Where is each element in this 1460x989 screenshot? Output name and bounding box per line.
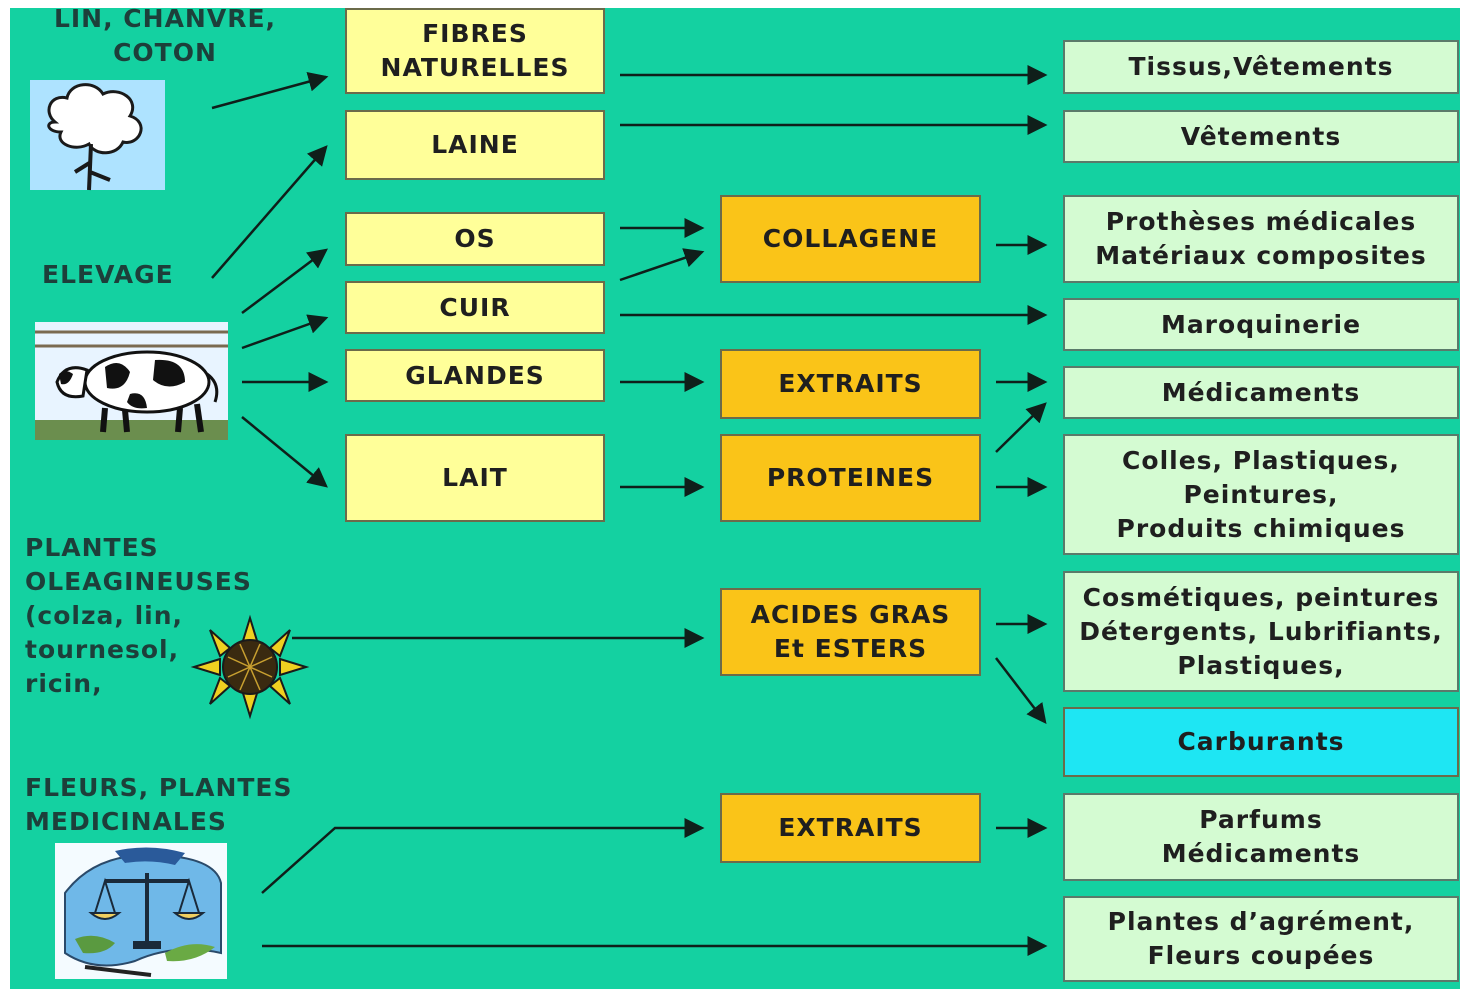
scales-icon: [55, 843, 227, 979]
box-clothing: Vêtements: [1063, 110, 1459, 163]
box-extracts-plant: EXTRAITS: [720, 793, 981, 863]
box-leather: CUIR: [345, 281, 605, 334]
box-leather-goods: Maroquinerie: [1063, 298, 1459, 351]
box-fatty-acids: ACIDES GRAS Et ESTERS: [720, 588, 981, 676]
tree-icon: [30, 80, 165, 191]
box-ornamental: Plantes d’agrément, Fleurs coupées: [1063, 896, 1459, 982]
source-label-fibre-plants: LIN, CHANVRE, COTON: [53, 4, 277, 67]
box-textiles: Tissus,Vêtements: [1063, 40, 1459, 94]
box-medicines: Médicaments: [1063, 366, 1459, 419]
box-prostheses: Prothèses médicales Matériaux composites: [1063, 195, 1459, 283]
source-label-oil-plants: PLANTES OLEAGINEUSES (colza, lin, tourne…: [25, 533, 252, 698]
box-proteins: PROTEINES: [720, 434, 981, 522]
box-fibres: FIBRES NATURELLES: [345, 8, 605, 94]
box-bone: OS: [345, 212, 605, 266]
source-label-flowers: FLEURS, PLANTES MEDICINALES: [25, 773, 293, 836]
box-glues: Colles, Plastiques, Peintures, Produits …: [1063, 434, 1459, 555]
box-cosmetics: Cosmétiques, peintures Détergents, Lubri…: [1063, 571, 1459, 692]
box-fuels: Carburants: [1063, 707, 1459, 777]
box-collagen: COLLAGENE: [720, 195, 981, 283]
box-glands: GLANDES: [345, 349, 605, 402]
box-perfumes: Parfums Médicaments: [1063, 793, 1459, 881]
box-wool: LAINE: [345, 110, 605, 180]
source-label-livestock: ELEVAGE: [42, 260, 174, 289]
cow-icon: [35, 322, 228, 440]
box-extracts-animal: EXTRAITS: [720, 349, 981, 419]
sunflower-icon: [190, 614, 310, 720]
box-milk: LAIT: [345, 434, 605, 522]
